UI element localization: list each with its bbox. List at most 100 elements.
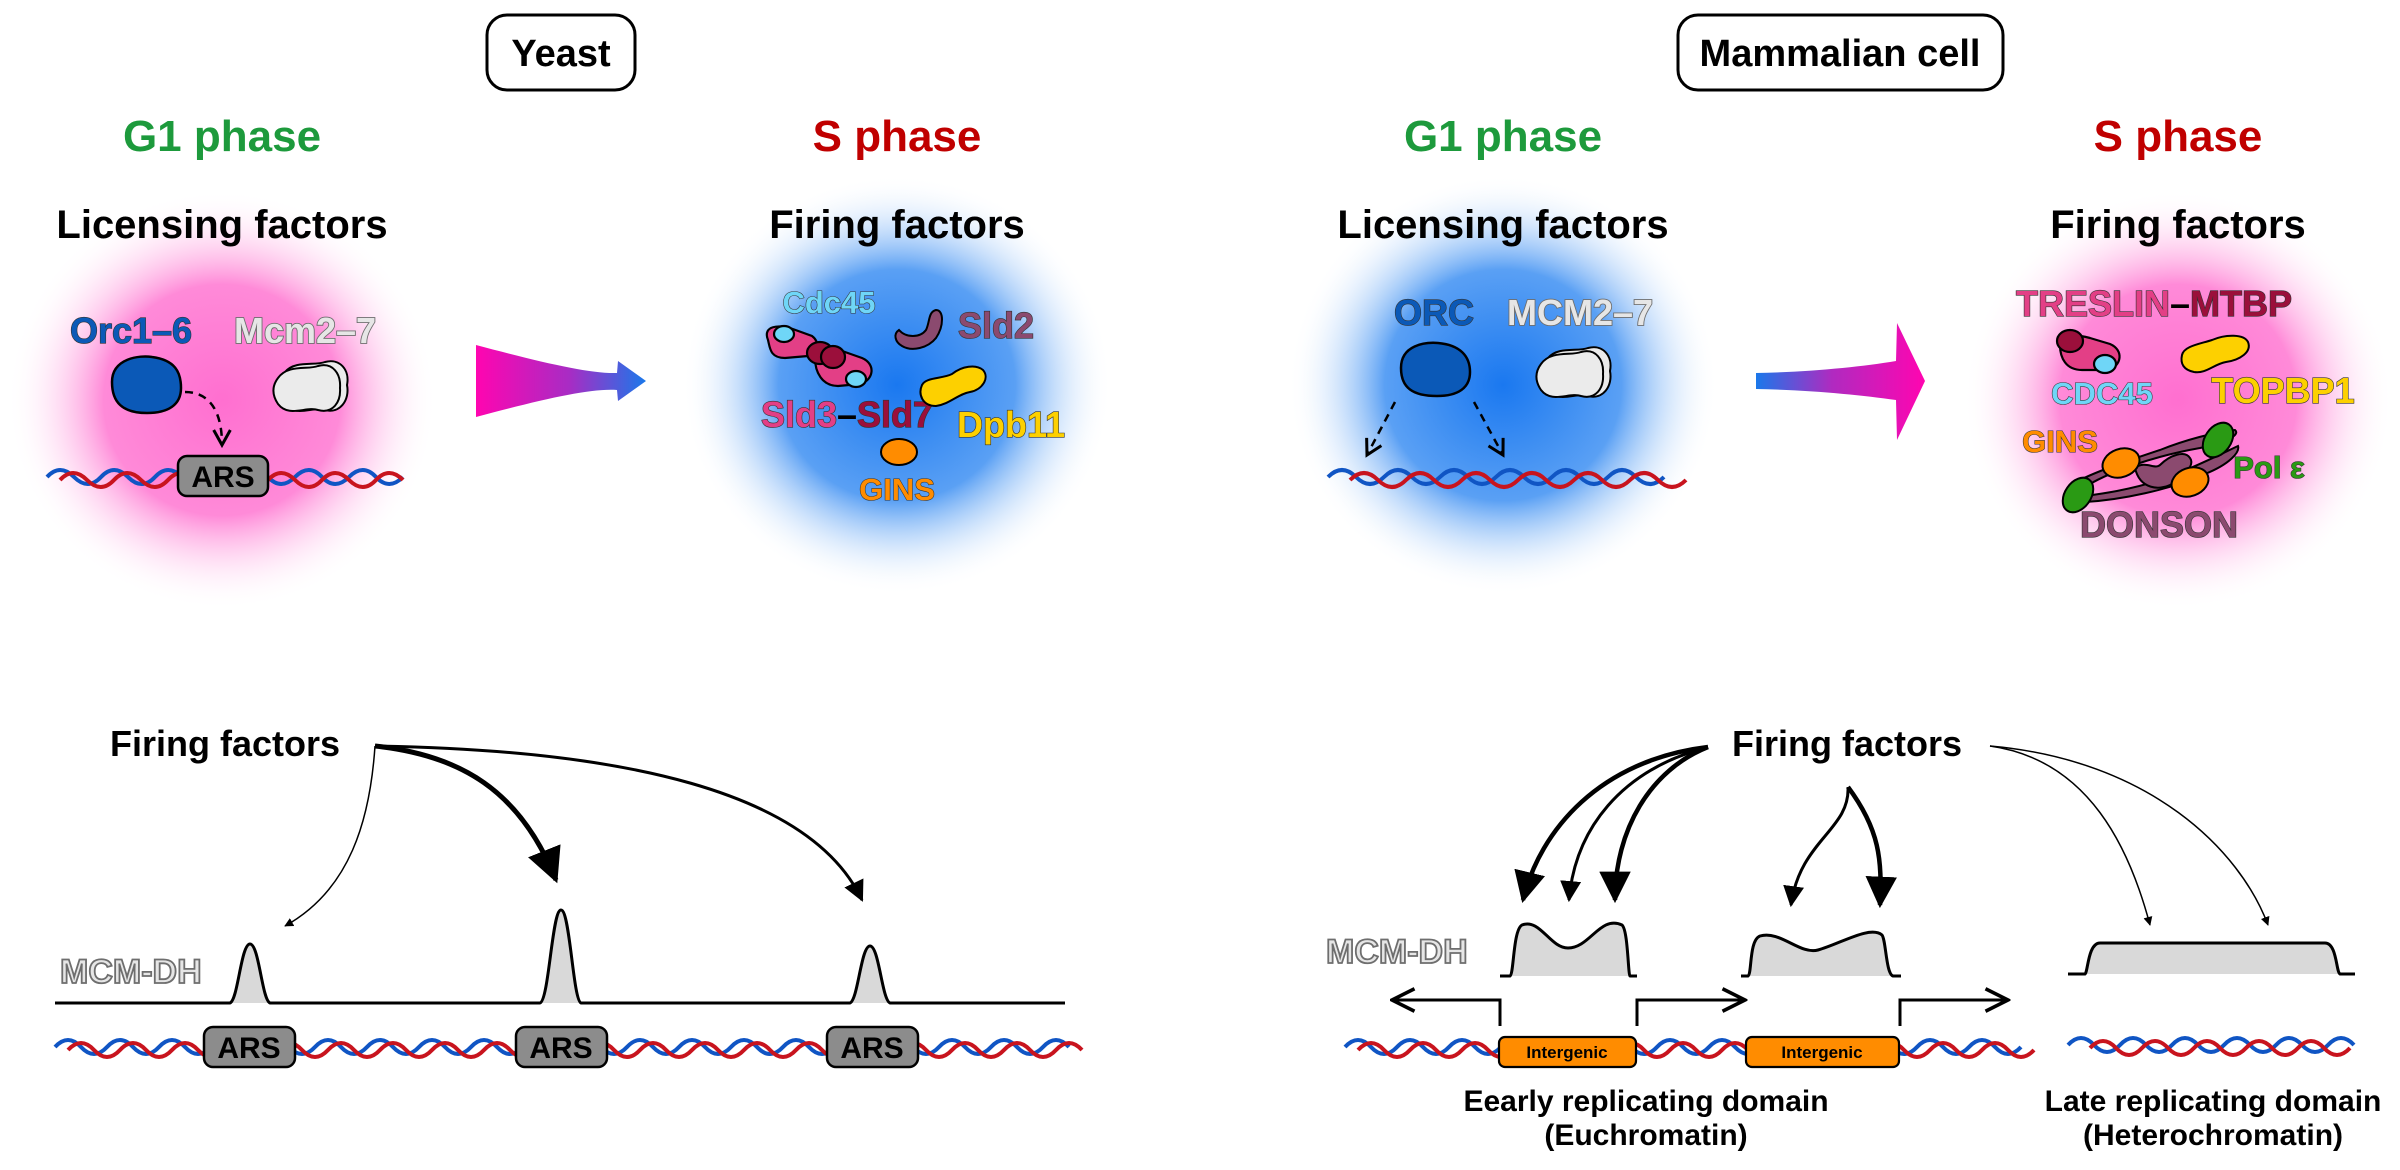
svg-text:ARS: ARS xyxy=(840,1032,903,1065)
treslin-mtbp-complex-icon xyxy=(2055,328,2121,375)
mcm-dh-late-plateau xyxy=(2068,941,2355,976)
ars-origin-1: ARS xyxy=(202,1025,297,1069)
yeast-g1-phase-label: G1 phase xyxy=(123,112,321,161)
sld7-label: Sld7 xyxy=(857,394,933,435)
orc-label-mammal: ORC xyxy=(1394,292,1474,333)
mcm-hexamer-icon-mammal xyxy=(1535,346,1612,398)
firing-arrow-strong xyxy=(374,743,561,884)
mcm-label: Mcm2–7 xyxy=(234,310,376,351)
late-domain-sublabel: (Heterochromatin) xyxy=(2083,1119,2343,1152)
mammalian-licensing-heading: Licensing factors xyxy=(1337,203,1668,247)
treslin-label: TRESLIN xyxy=(2016,283,2170,324)
firing-arrow-early-3 xyxy=(1599,744,1709,904)
firing-arrow-early-1 xyxy=(1514,744,1709,904)
mammalian-early-dna xyxy=(1343,1038,2036,1059)
ars-origin-3: ARS xyxy=(825,1025,920,1069)
gins-icon-mammal-2 xyxy=(2170,466,2210,498)
gins-label: GINS xyxy=(859,472,935,507)
mammalian-firing-source: Firing factors xyxy=(1732,723,1962,764)
replication-fork-mid xyxy=(1635,1000,1745,1026)
cdc45-label: Cdc45 xyxy=(782,285,875,320)
ars-origin-2: ARS xyxy=(514,1025,609,1069)
replication-fork-right xyxy=(1898,1000,2008,1026)
mammalian-bottom-section: Firing factors MCM-DH Intergenic xyxy=(1325,723,2381,1152)
orc-icon xyxy=(110,355,183,415)
topbp1-icon xyxy=(2180,334,2250,374)
dpb11-icon xyxy=(919,365,987,408)
firing-arrow-late-2 xyxy=(1989,745,2270,926)
yeast-title-box xyxy=(485,13,637,92)
mammalian-s-phase-label: S phase xyxy=(2094,112,2263,161)
yeast-mcm-dh-track xyxy=(55,908,1065,1005)
firing-arrow-late-1 xyxy=(1989,745,2153,926)
pol-epsilon-icon-1 xyxy=(2061,476,2095,514)
mcm-dh-early-peak-2 xyxy=(1741,930,1901,978)
early-domain-sublabel: (Euchromatin) xyxy=(1544,1119,1747,1152)
gins-label-mammal: GINS xyxy=(2022,424,2098,459)
yeast-licensing-heading: Licensing factors xyxy=(56,203,387,247)
sld2-label: Sld2 xyxy=(958,305,1034,346)
cdc45-icon xyxy=(772,324,796,344)
sld3-sld7-complex-icon xyxy=(765,324,873,389)
svg-text:ARS: ARS xyxy=(529,1032,592,1065)
mammalian-transition-arrow xyxy=(1756,323,1925,440)
yeast-mcm-dh-label: MCM-DH xyxy=(60,953,202,991)
donson-cmg-pol-complex-icon xyxy=(2061,421,2240,514)
yeast-firing-heading: Firing factors xyxy=(769,203,1025,247)
orc-icon-mammal xyxy=(1399,341,1472,398)
ars-label: ARS xyxy=(191,461,254,494)
yeast-panel: Yeast G1 phase Licensing factors Orc1–6 … xyxy=(7,13,1112,1069)
orc-loading-arrow xyxy=(184,390,232,449)
yeast-firing-source: Firing factors xyxy=(110,723,340,764)
sld2-icon xyxy=(894,308,943,350)
orc-label: Orc1–6 xyxy=(70,310,192,351)
firing-arrow-weak xyxy=(284,745,376,927)
replication-fork-left xyxy=(1392,1000,1502,1026)
topbp1-label: TOPBP1 xyxy=(2211,370,2354,411)
intergenic-region-1: Intergenic xyxy=(1497,1035,1638,1069)
mcm-label-mammal: MCM2–7 xyxy=(1507,292,1653,333)
pol-epsilon-icon-2 xyxy=(2201,421,2235,459)
mammalian-licensing-glow xyxy=(1288,175,1718,595)
mammalian-g1-dna xyxy=(1326,468,1688,489)
mammalian-title: Mammalian cell xyxy=(1700,33,1981,75)
mammalian-late-dna xyxy=(2066,1036,2356,1057)
orc-loading-arrow-left xyxy=(1365,401,1397,458)
pol-epsilon-label: Pol ε xyxy=(2233,450,2305,485)
mammalian-g1-section: G1 phase Licensing factors ORC MCM2–7 xyxy=(1288,112,1718,595)
firing-glow xyxy=(682,175,1112,595)
svg-text:ARS: ARS xyxy=(217,1032,280,1065)
firing-arrow-early-4 xyxy=(1783,786,1850,908)
early-domain-label: Eearly replicating domain xyxy=(1463,1085,1828,1118)
ars-box xyxy=(176,454,270,498)
orc-loading-arrow-right xyxy=(1472,401,1505,458)
donson-label: DONSON xyxy=(2080,504,2238,545)
mammalian-g1-phase-label: G1 phase xyxy=(1404,112,1602,161)
mammalian-firing-heading: Firing factors xyxy=(2050,203,2306,247)
cdc45-icon-mammal xyxy=(2092,353,2118,375)
mammalian-title-box xyxy=(1676,13,2005,92)
svg-text:Intergenic: Intergenic xyxy=(1526,1043,1607,1062)
gins-icon xyxy=(880,438,918,466)
mammalian-s-section: S phase Firing factors TRESLIN–MTBP CDC4… xyxy=(1963,112,2393,610)
firing-arrow-medium xyxy=(374,744,864,902)
cdc45-label-mammal: CDC45 xyxy=(2051,376,2153,411)
treslin-mtbp-label: TRESLIN–MTBP xyxy=(2016,283,2292,324)
sld3-sld7-dash: – xyxy=(837,394,857,435)
sld3-label: Sld3 xyxy=(761,394,837,435)
licensing-glow xyxy=(7,190,437,610)
intergenic-region-2: Intergenic xyxy=(1744,1035,1901,1069)
svg-text:Intergenic: Intergenic xyxy=(1781,1043,1862,1062)
mcm-dh-early-peak-1 xyxy=(1500,921,1637,978)
mammalian-mcm-dh-label: MCM-DH xyxy=(1326,933,1468,971)
yeast-s-section: S phase Firing factors Cdc45 Sld2 Sld3–S… xyxy=(682,112,1112,595)
mtbp-label: MTBP xyxy=(2190,283,2292,324)
gins-icon-mammal-1 xyxy=(2101,447,2141,479)
mcm-hexamer-icon xyxy=(272,360,349,412)
yeast-g1-section: G1 phase Licensing factors Orc1–6 Mcm2–7… xyxy=(7,112,437,610)
sld3-sld7-label: Sld3–Sld7 xyxy=(761,394,933,435)
dpb11-label: Dpb11 xyxy=(957,404,1065,445)
yeast-s-phase-label: S phase xyxy=(813,112,982,161)
yeast-title: Yeast xyxy=(511,33,611,75)
